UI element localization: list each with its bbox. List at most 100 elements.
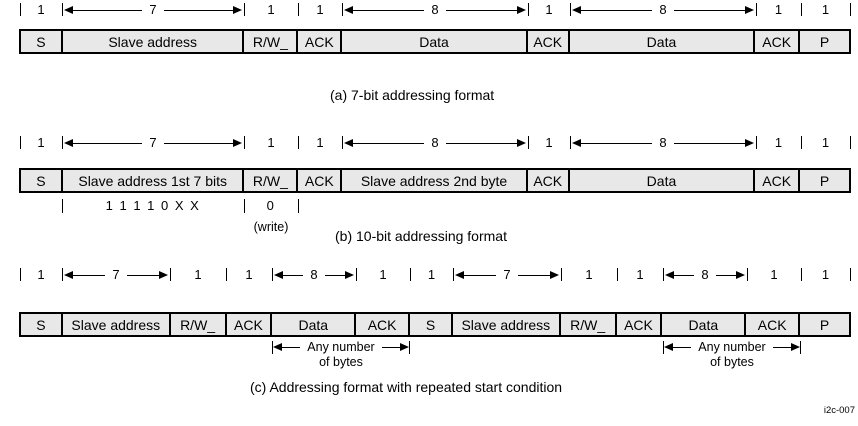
arrow-line	[673, 142, 746, 144]
bit-boundary-tick	[800, 3, 802, 16]
frame-cell: R/W_	[170, 314, 227, 335]
frame-cell: S	[21, 314, 63, 335]
arrow-right-head	[233, 6, 243, 14]
bit-boundary-tick	[560, 268, 562, 281]
arrow-left-head	[64, 139, 73, 147]
arrow-line	[73, 274, 106, 276]
bit-span-arrow: 8	[344, 2, 527, 17]
bit-count-label: 1	[545, 135, 553, 150]
note-tick	[297, 199, 299, 213]
byte-count-note-line1: Any number	[698, 340, 766, 354]
bit-count-label: 1	[585, 267, 593, 282]
bit-boundary-tick	[61, 136, 63, 149]
bit-boundary-tick	[169, 268, 171, 281]
bit-boundary-tick	[849, 3, 851, 16]
frame-cell: ACK	[356, 314, 411, 335]
bit-count-label: 8	[431, 2, 439, 17]
frame-cell: Slave address 2nd byte	[342, 170, 528, 191]
arrow-line	[715, 274, 737, 276]
frame-cell: ACK	[527, 170, 570, 191]
bit-span-arrow: 8	[572, 3, 755, 17]
bit-span-arrow: 8	[572, 135, 755, 150]
frame-cell: Slave address	[452, 314, 561, 335]
bit-boundary-tick	[19, 136, 21, 149]
bit-count-label: 7	[112, 267, 120, 282]
bit-count-label: 1	[774, 135, 783, 150]
bit-boundary-tick	[755, 136, 757, 149]
frame-cell: Slave address	[62, 31, 245, 52]
bit-count-label: 1	[774, 2, 783, 17]
arrow-line	[445, 9, 518, 11]
bit-count-label: 8	[659, 135, 667, 150]
frame-cell: Data	[569, 170, 756, 191]
arrow-left-head	[344, 6, 353, 14]
bit-count-label: 1	[821, 267, 830, 282]
arrow-line	[673, 346, 692, 348]
frame-cell: S	[21, 170, 63, 191]
bit-count-label: 1	[267, 2, 275, 17]
bit-boundary-tick	[355, 268, 357, 281]
frame-cell: ACK	[746, 314, 801, 335]
bit-count-label: 1	[194, 267, 202, 282]
bit-boundary-tick	[341, 136, 343, 149]
frame-cell: R/W_	[244, 170, 299, 191]
arrow-left-head	[665, 271, 674, 279]
frame-cell: ACK	[226, 314, 273, 335]
frame-cell: ACK	[298, 170, 343, 191]
frame-cell: P	[800, 31, 849, 52]
caption-repeated-start-format: (c) Addressing format with repeated star…	[250, 379, 563, 395]
note-tick	[243, 199, 245, 213]
arrow-line	[445, 142, 518, 144]
arrow-right-head	[159, 271, 169, 279]
note-tick	[61, 199, 63, 213]
byte-count-note-line1: Any number	[307, 340, 375, 354]
arrow-line	[674, 274, 695, 276]
bit-boundary-tick	[527, 3, 529, 16]
bit-boundary-tick	[225, 268, 227, 281]
arrow-line	[464, 274, 497, 276]
arrow-right-head	[745, 139, 755, 147]
arrow-line	[673, 9, 746, 11]
bit-count-label: 7	[149, 2, 157, 17]
note-tick	[663, 340, 664, 354]
arrow-line	[324, 274, 346, 276]
frame-cell: Data	[342, 31, 528, 52]
arrow-line	[73, 142, 143, 144]
bit-span-arrow: 7	[455, 268, 560, 282]
arrow-line	[163, 142, 234, 144]
bit-count-label: 1	[427, 267, 436, 282]
bit-pattern-note: 0	[266, 198, 276, 213]
caption-10bit-format: (b) 10-bit addressing format	[335, 228, 507, 244]
arrow-right-head	[345, 271, 355, 279]
frame-cell: ACK	[755, 170, 801, 191]
bit-count-label: 1	[37, 2, 45, 17]
frame-cell: Data	[662, 314, 747, 335]
frame-cell: Slave address	[62, 314, 171, 335]
bit-span-arrow: 7	[64, 267, 169, 282]
arrow-left-head	[273, 343, 282, 351]
bit-boundary-tick	[452, 268, 454, 281]
frame-cell: Data	[569, 31, 756, 52]
bit-count-label: 1	[316, 135, 324, 150]
bit-count-label: 1	[37, 267, 45, 282]
arrow-right-head	[736, 271, 746, 279]
bit-count-label: 1	[636, 267, 644, 282]
arrow-right-head	[791, 343, 800, 351]
arrow-line	[126, 274, 160, 276]
bit-boundary-tick	[849, 136, 851, 149]
bit-count-label: 8	[431, 135, 439, 150]
arrow-line	[517, 274, 551, 276]
frame-cell: ACK	[527, 31, 570, 52]
bit-count-label: 1	[545, 2, 553, 17]
bit-boundary-tick	[19, 3, 21, 16]
bit-boundary-tick	[569, 3, 571, 16]
arrow-right-head	[400, 343, 409, 351]
arrow-line	[282, 346, 301, 348]
arrow-line	[581, 142, 653, 144]
bit-span-arrow: 7	[64, 2, 243, 17]
note-tick	[272, 340, 273, 354]
arrow-line	[163, 9, 234, 11]
bit-count-label: 1	[37, 135, 45, 150]
